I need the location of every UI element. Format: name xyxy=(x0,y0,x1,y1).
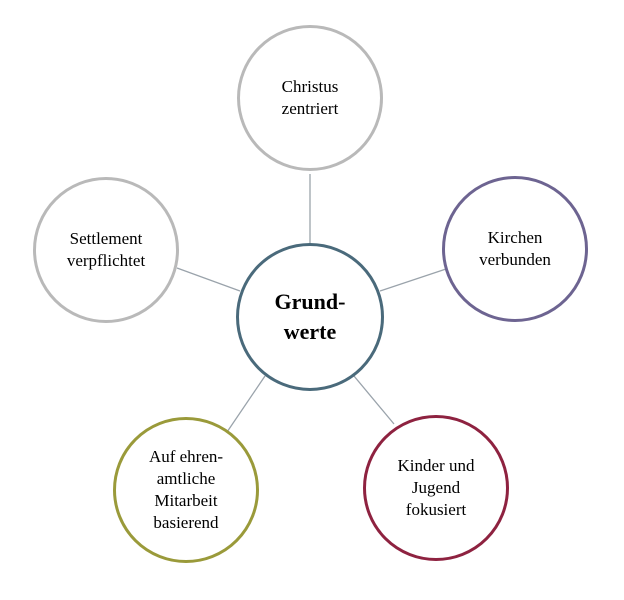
center-label: Grund- werte xyxy=(274,289,346,344)
node-kinder-jugend: Kinder und Jugend fokusiert xyxy=(363,415,509,561)
node-kinder-label: Kinder und Jugend fokusiert xyxy=(397,456,475,519)
node-kirchen-verbunden: Kirchen verbunden xyxy=(442,176,588,322)
connector-settlement xyxy=(176,267,241,292)
node-christus-zentriert: Christus zentriert xyxy=(237,25,383,171)
node-kirchen-label: Kirchen verbunden xyxy=(479,228,551,269)
node-ehrenamtliche-mitarbeit: Auf ehren- amtliche Mitarbeit basierend xyxy=(113,417,259,563)
connector-ehrenamt xyxy=(224,375,266,436)
connector-kinder xyxy=(353,375,395,425)
node-christus-label: Christus zentriert xyxy=(281,77,339,118)
node-ehrenamt-label: Auf ehren- amtliche Mitarbeit basierend xyxy=(148,447,224,532)
connector-kirchen xyxy=(379,268,447,292)
node-settlement-label: Settlement verpflichtet xyxy=(66,229,146,270)
node-settlement-verpflichtet: Settlement verpflichtet xyxy=(33,177,179,323)
node-grundwerte-center: Grund- werte xyxy=(236,243,384,391)
